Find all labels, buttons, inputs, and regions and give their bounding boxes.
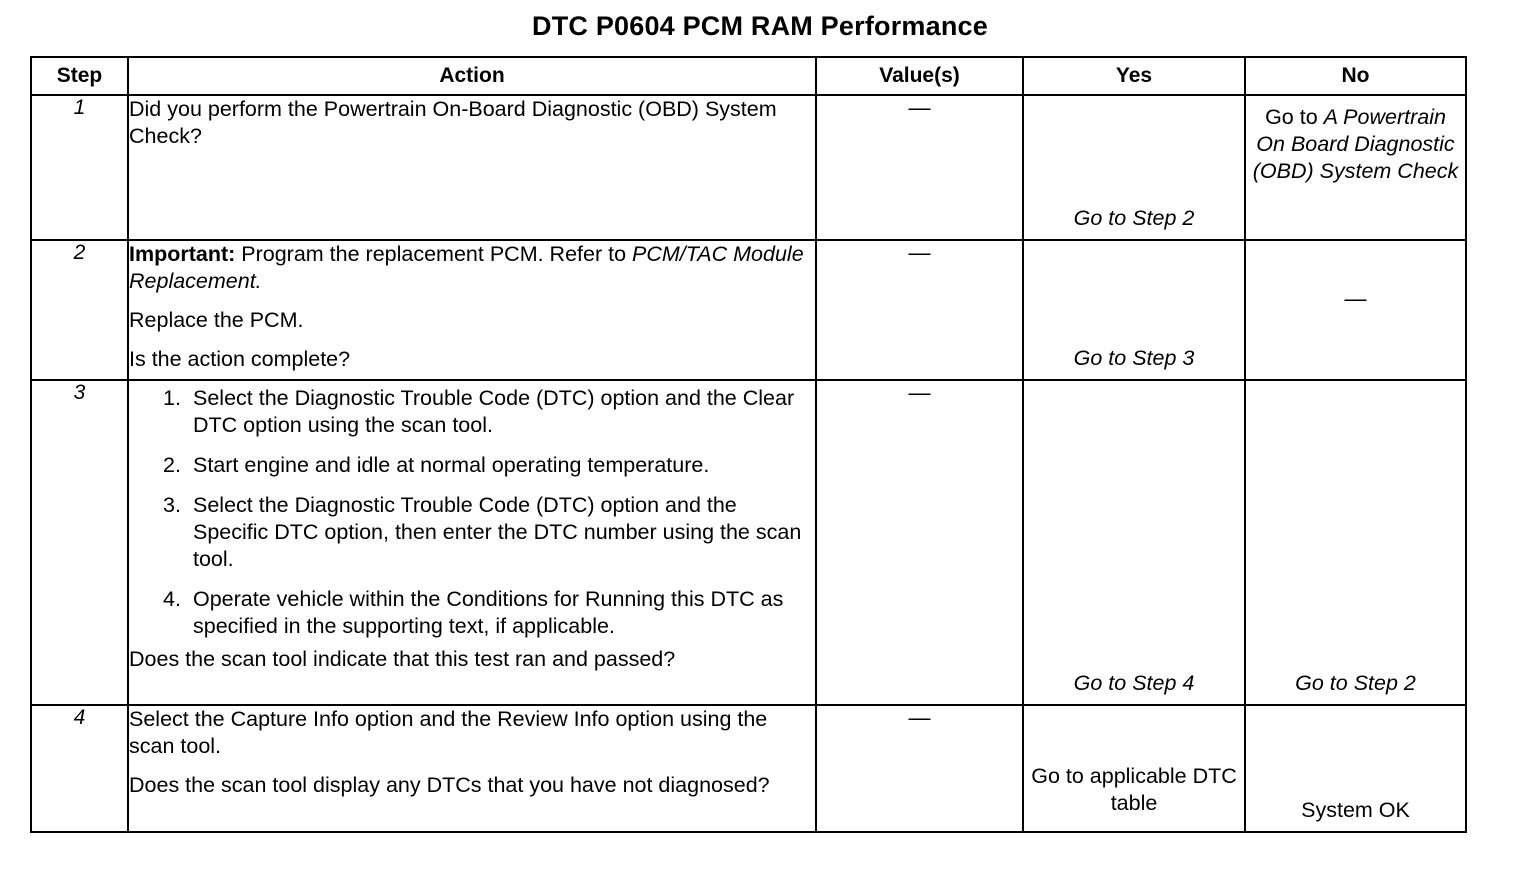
step-number: 3 <box>30 379 129 706</box>
table-header-row: Step Action Value(s) Yes No <box>30 56 1467 96</box>
column-header-value: Value(s) <box>815 56 1024 96</box>
value-cell: — <box>815 379 1024 706</box>
no-cell: — <box>1244 239 1467 381</box>
important-label: Important: <box>129 242 236 266</box>
no-text: — <box>1344 285 1367 311</box>
table-row: 3 Select the Diagnostic Trouble Code (DT… <box>30 379 1467 706</box>
column-header-step: Step <box>30 56 129 96</box>
action-important-paragraph: Important: Program the replacement PCM. … <box>129 241 815 295</box>
action-text: Select the Capture Info option and the R… <box>129 707 768 758</box>
list-item: Operate vehicle within the Conditions fo… <box>163 586 784 638</box>
yes-text: Go to Step 4 <box>1073 671 1195 695</box>
important-text: Program the replacement PCM. Refer to <box>235 242 633 266</box>
action-question: Does the scan tool display any DTCs that… <box>129 773 770 797</box>
value-text: — <box>908 95 931 120</box>
yes-cell: Go to Step 2 <box>1022 94 1246 241</box>
step-number: 1 <box>30 94 129 241</box>
yes-cell: Go to Step 3 <box>1022 239 1246 381</box>
value-text: — <box>908 380 931 405</box>
action-cell: Select the Capture Info option and the R… <box>127 704 817 833</box>
value-cell: — <box>815 239 1024 381</box>
yes-cell: Go to applicable DTC table <box>1022 704 1246 833</box>
step-number: 4 <box>30 704 129 833</box>
no-text: System OK <box>1301 798 1410 822</box>
action-cell: Select the Diagnostic Trouble Code (DTC)… <box>127 379 817 706</box>
action-question: Is the action complete? <box>129 347 351 371</box>
yes-text: Go to Step 3 <box>1073 346 1195 370</box>
action-text: Did you perform the Powertrain On-Board … <box>129 97 777 148</box>
list-item: Select the Diagnostic Trouble Code (DTC)… <box>163 385 795 437</box>
column-header-no: No <box>1244 56 1467 96</box>
yes-text: Go to Step 2 <box>1073 206 1195 230</box>
no-cell: Go to A Powertrain On Board Diagnostic (… <box>1244 94 1467 241</box>
no-text-reference: A Powertrain On Board Diagnostic (OBD) S… <box>1252 105 1459 183</box>
table-row: 2 Important: Program the replacement PCM… <box>30 239 1467 381</box>
step-number: 2 <box>30 239 129 381</box>
list-item: Select the Diagnostic Trouble Code (DTC)… <box>163 492 802 571</box>
no-text: Go to Step 2 <box>1295 671 1416 695</box>
diagnostic-table: Step Action Value(s) Yes No 1 Did you pe… <box>30 56 1467 833</box>
yes-text: Go to applicable DTC table <box>1031 764 1237 815</box>
action-step-list: Select the Diagnostic Trouble Code (DTC)… <box>129 385 815 640</box>
column-header-yes: Yes <box>1022 56 1246 96</box>
action-text: Replace the PCM. <box>129 308 304 332</box>
yes-cell: Go to Step 4 <box>1022 379 1246 706</box>
value-cell: — <box>815 704 1024 833</box>
page-title: DTC P0604 PCM RAM Performance <box>532 11 988 41</box>
value-text: — <box>908 705 931 730</box>
action-cell: Did you perform the Powertrain On-Board … <box>127 94 817 241</box>
column-header-action: Action <box>127 56 817 96</box>
value-text: — <box>908 240 931 265</box>
important-reference: PCM/TAC Module Replacement. <box>129 242 804 293</box>
action-question: Does the scan tool indicate that this te… <box>129 647 676 671</box>
no-text-lead: Go to <box>1265 105 1324 129</box>
table-row: 1 Did you perform the Powertrain On-Boar… <box>30 94 1467 241</box>
value-cell: — <box>815 94 1024 241</box>
action-cell: Important: Program the replacement PCM. … <box>127 239 817 381</box>
table-row: 4 Select the Capture Info option and the… <box>30 704 1467 833</box>
no-cell: Go to Step 2 <box>1244 379 1467 706</box>
list-item: Start engine and idle at normal operatin… <box>163 452 710 479</box>
no-cell: System OK <box>1244 704 1467 833</box>
